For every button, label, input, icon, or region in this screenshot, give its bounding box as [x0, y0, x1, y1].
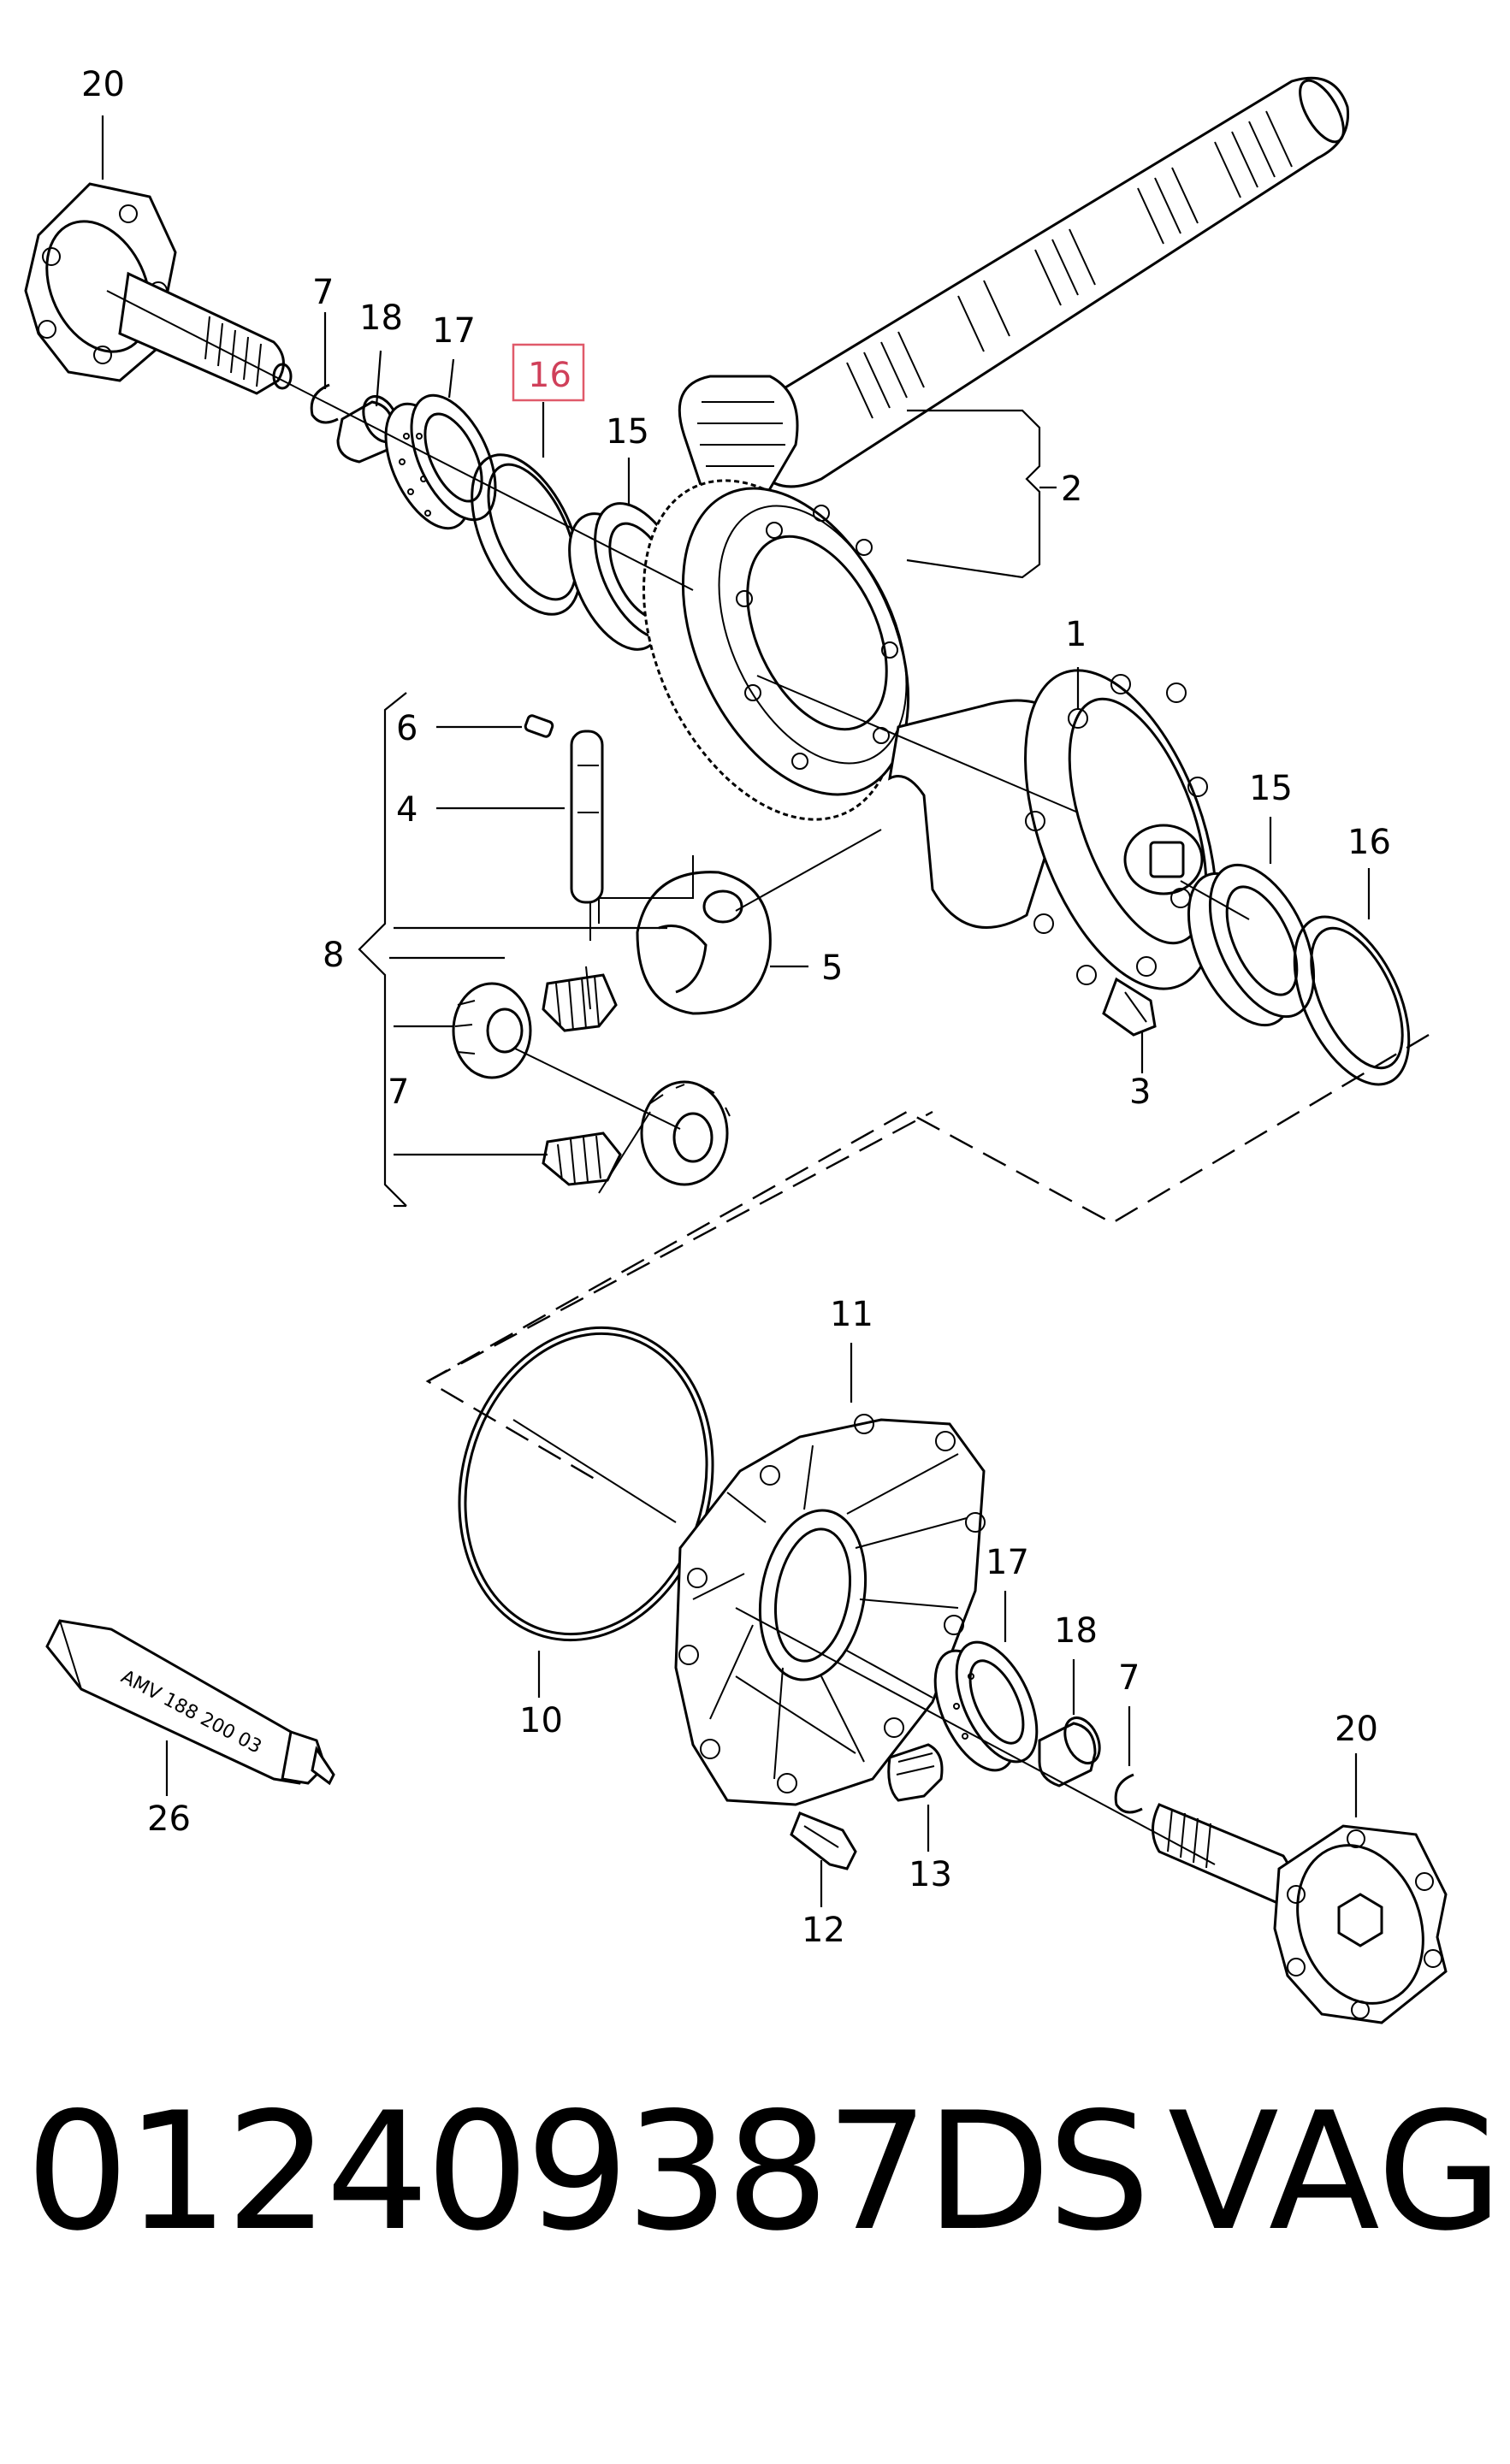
- part-number: 012409387DS: [26, 2077, 1151, 2266]
- label-16-right: 16: [1347, 823, 1391, 862]
- label-7-mid: 7: [388, 1072, 409, 1112]
- sealant-tube-26: AMV 188 200 03: [45, 1619, 335, 1786]
- label-20-top: 20: [81, 65, 125, 104]
- assembly-lines: [106, 290, 1430, 1865]
- label-20-bottom: 20: [1335, 1710, 1378, 1749]
- label-6: 6: [396, 709, 417, 748]
- brand-name: VAG: [1168, 2077, 1503, 2266]
- shim-16-right: [1293, 915, 1411, 1086]
- pin-6: [524, 714, 554, 738]
- label-11: 11: [830, 1295, 873, 1334]
- bearing-15-right: [1187, 863, 1316, 1027]
- label-16-top: 16: [528, 356, 571, 395]
- flange-left: [24, 182, 293, 395]
- highlight-box: [512, 343, 585, 402]
- label-17-top: 17: [432, 311, 476, 351]
- label-12: 12: [802, 1911, 845, 1950]
- label-18-top: 18: [359, 298, 403, 338]
- planet-gear-top: [542, 973, 618, 1032]
- label-10: 10: [519, 1701, 563, 1740]
- bearing-17-bottom: [933, 1640, 1039, 1772]
- brace-8: [358, 692, 407, 1207]
- label-13: 13: [909, 1855, 952, 1894]
- label-7-top: 7: [312, 273, 334, 312]
- plug-13: [887, 1743, 944, 1802]
- label-18-bottom: 18: [1054, 1611, 1098, 1651]
- label-7-bottom: 7: [1118, 1658, 1140, 1698]
- label-1: 1: [1065, 615, 1087, 654]
- shim-16-top: [471, 453, 582, 616]
- callout-labels: 20 7 18 17 16 15 2 1 6 4 8 5 7 15 16 3 1…: [81, 65, 1391, 1950]
- bolt-3: [1102, 977, 1157, 1037]
- label-5: 5: [821, 948, 843, 988]
- bearing-17-top: [384, 393, 497, 530]
- label-2: 2: [1061, 470, 1082, 509]
- label-15-top: 15: [606, 412, 649, 452]
- leader-lines: [101, 115, 1371, 1907]
- brace-2: [906, 409, 1041, 579]
- bolt-12: [790, 1811, 857, 1870]
- label-4: 4: [396, 790, 417, 830]
- flange-right: [1152, 1803, 1448, 2024]
- differential-housing: [888, 669, 1217, 990]
- label-3: 3: [1129, 1072, 1151, 1112]
- label-17-bottom: 17: [986, 1543, 1029, 1582]
- spider-5: [636, 871, 772, 1015]
- circlip-7-bottom: [1114, 1773, 1143, 1814]
- side-gear-right: [640, 1080, 731, 1186]
- side-gear-left: [452, 982, 532, 1079]
- exploded-parts-diagram: AMV 188 200 03: [24, 65, 1448, 2024]
- shaft-4: [570, 730, 604, 904]
- pinion-shaft: [678, 76, 1350, 505]
- label-26: 26: [147, 1799, 191, 1839]
- circlip-7-top: [310, 383, 339, 424]
- sleeve-18-bottom: [1038, 1717, 1101, 1787]
- label-8: 8: [323, 936, 344, 975]
- label-15-right: 15: [1249, 769, 1293, 808]
- cover-11: [674, 1414, 986, 1806]
- ring-gear: [642, 479, 910, 821]
